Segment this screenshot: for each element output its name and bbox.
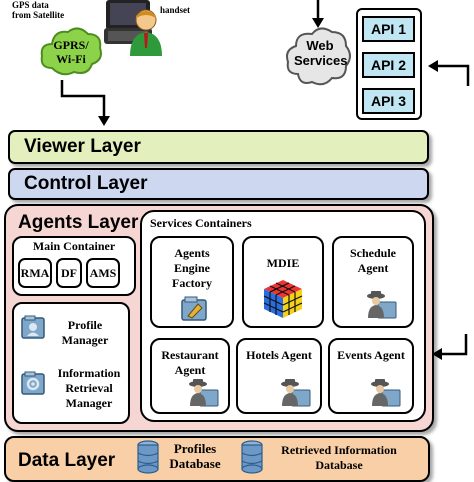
mdie-label: MDIE (266, 256, 300, 270)
rubiks-cube-icon (263, 280, 303, 318)
hotels-agent-icon (281, 379, 311, 407)
agents-engine-factory-label: Agents Engine Factory (172, 246, 212, 290)
events-agent-label: Events Agent (337, 348, 405, 362)
rma-box: RMA (18, 258, 52, 288)
profile-manager-icon (21, 315, 45, 339)
api-3-box: API 3 (362, 88, 415, 114)
df-box: DF (56, 258, 82, 288)
main-container-title: Main Container (32, 239, 116, 253)
retrieved-information-database-label: Retrieved Information Database (281, 443, 397, 472)
agents-return-arrow (432, 334, 468, 360)
profiles-database-icon (137, 440, 159, 474)
api-1-box: API 1 (362, 16, 415, 42)
data-layer-title: Data Layer (18, 450, 116, 471)
api-to-web-services-arrow (428, 60, 470, 86)
user-icon (130, 9, 162, 56)
agents-layer-title: Agents Layer (18, 212, 139, 233)
factory-icon (181, 296, 207, 321)
profiles-database-label: Profiles Database (169, 441, 221, 471)
events-agent-icon (371, 379, 401, 407)
web-services-label: Web Services (294, 38, 348, 68)
services-containers-title: Services Containers (150, 216, 252, 230)
network-label: GPRS/ Wi-Fi (53, 38, 89, 66)
restaurant-agent-label: Restaurant Agent (161, 348, 219, 377)
hotels-agent-label: Hotels Agent (246, 348, 312, 362)
retrieved-information-database-icon (241, 440, 263, 474)
ams-box: AMS (86, 258, 120, 288)
information-retrieval-label: Information Retrieval Manager (57, 366, 121, 410)
restaurant-agent-icon (189, 379, 219, 407)
schedule-agent-label: Schedule Agent (349, 246, 396, 275)
gps-caption: GPS data from Satellite (12, 0, 65, 20)
api-2-box: API 2 (362, 52, 415, 78)
handset-caption: handset (160, 5, 191, 15)
network-to-viewer-arrow (60, 80, 110, 126)
profile-manager-label: Profile Manager (61, 318, 109, 347)
information-retrieval-icon (21, 371, 45, 395)
viewer-layer: Viewer Layer (8, 130, 429, 164)
web-services-arrow (312, 0, 324, 28)
control-layer: Control Layer (8, 168, 429, 200)
schedule-agent-icon (367, 291, 397, 319)
web-services-cloud-icon (286, 27, 351, 86)
network-cloud-icon (40, 27, 102, 76)
